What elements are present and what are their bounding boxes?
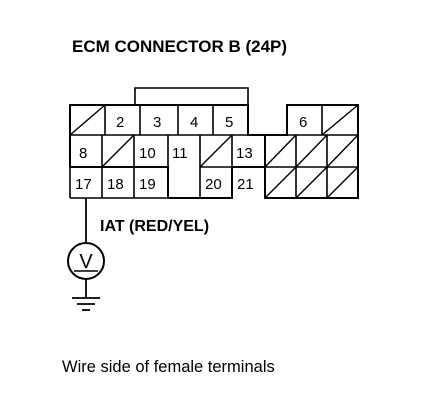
diagram-caption: Wire side of female terminals	[62, 358, 275, 376]
blank-cavity-1	[69, 104, 106, 136]
pin-label-3: 3	[153, 114, 161, 131]
pin-label-8: 8	[79, 145, 87, 162]
blank-cavity-16	[326, 134, 359, 168]
ground-icon	[72, 297, 100, 311]
blank-cavity-9	[101, 134, 135, 168]
pin-label-19: 19	[139, 176, 156, 193]
voltmeter-symbol: V	[79, 251, 93, 273]
pin-label-2: 2	[116, 114, 124, 131]
blank-cavity-23	[295, 166, 328, 199]
pin-label-17: 17	[75, 176, 92, 193]
blank-cavity-marks	[69, 104, 359, 199]
blank-cavity-24	[326, 166, 359, 199]
signal-label: IAT (RED/YEL)	[100, 218, 209, 235]
pin-label-21: 21	[237, 176, 254, 193]
blank-cavity-15	[295, 134, 328, 168]
pin-label-13: 13	[236, 145, 253, 162]
connector-latch	[134, 87, 249, 105]
blank-cavity-7	[321, 104, 359, 136]
diagram-title: ECM CONNECTOR B (24P)	[72, 37, 287, 56]
blank-cavity-14	[264, 134, 297, 168]
pin-label-4: 4	[190, 114, 198, 131]
blank-cavity-12	[199, 134, 233, 168]
pin-label-6: 6	[299, 114, 307, 131]
pin-label-18: 18	[107, 176, 124, 193]
pin-label-10: 10	[139, 145, 156, 162]
pin-label-20: 20	[205, 176, 222, 193]
pin-labels: 2 3 4 5 6 8 10 11 13 17 18 19 20 21	[75, 114, 307, 193]
pin-label-5: 5	[225, 114, 233, 131]
blank-cavity-22	[264, 166, 297, 199]
voltmeter-icon: V	[67, 242, 105, 280]
pin-label-11: 11	[172, 145, 188, 162]
